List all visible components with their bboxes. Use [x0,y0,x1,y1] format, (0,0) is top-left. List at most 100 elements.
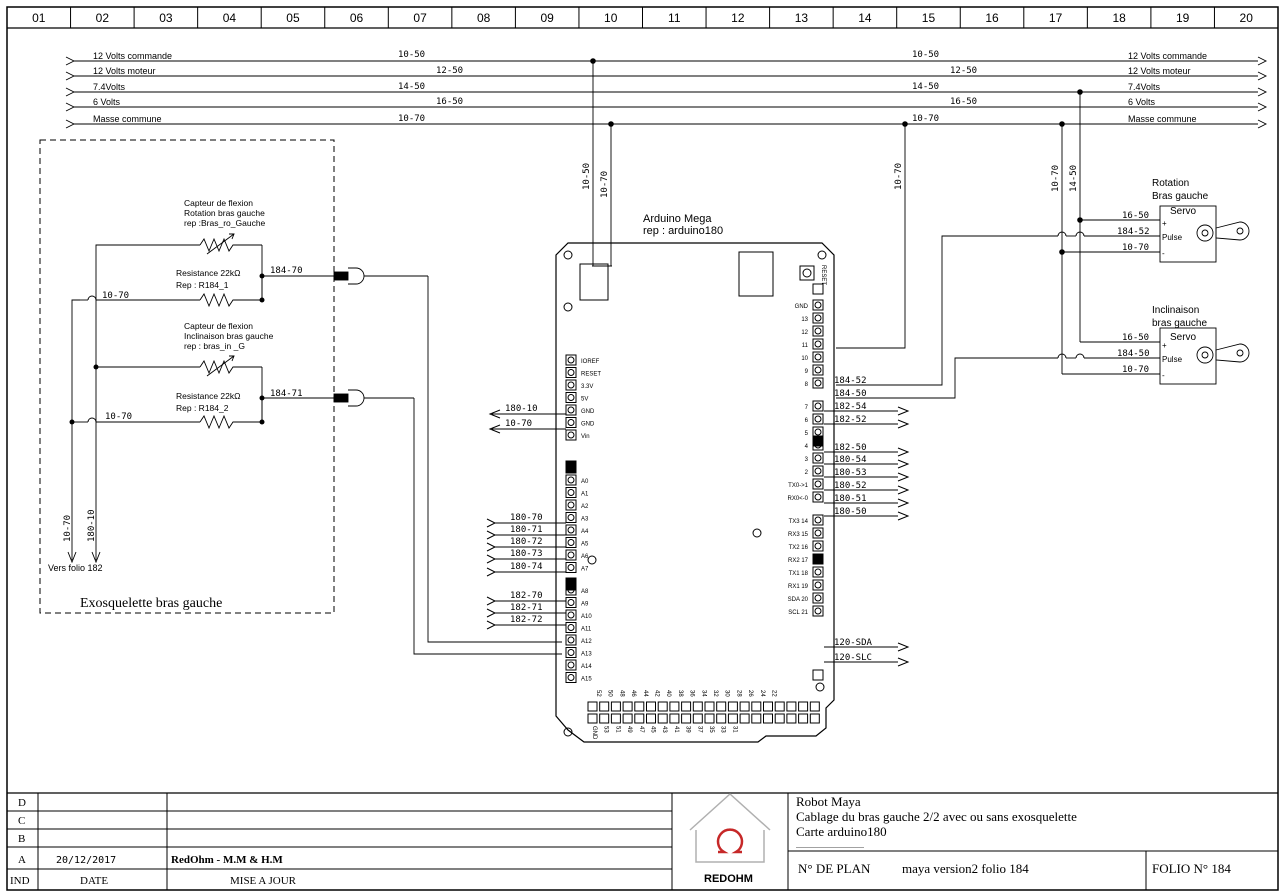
analog-pin-label: A9 [581,602,589,608]
power-pin-label: Vin [581,434,590,440]
pin-hole [567,539,575,546]
rail-label-right-12v-mot: 12 Volts moteur [1128,66,1191,76]
usb-jack [579,263,609,301]
pin-hole [814,415,822,423]
rail-ref: 14-50 [398,82,425,92]
servo1-ref: 10-70 [1122,243,1149,253]
pin-square [716,701,727,712]
column-label: 05 [286,11,300,25]
servo1-pin: - [1162,249,1165,258]
analog-ref: 180-74 [510,562,543,572]
analog-pin-label: A3 [581,517,589,523]
pin-square [727,713,738,724]
pin-hole [567,564,575,571]
right-pin-label: TX2 16 [789,545,809,551]
pin-square [798,713,809,724]
pin-hole [814,568,822,576]
arrow [897,511,910,521]
power-pin-label: RESET [581,372,601,378]
servo1-title: Bras gauche [1152,191,1209,202]
arduino-rep: rep : arduino180 [643,225,723,237]
column-label: 06 [350,11,364,25]
row-ind: D [18,797,26,809]
analog-ref: 182-72 [510,615,543,625]
pin-hole [814,428,822,436]
rail-label-left-12v-mot: 12 Volts moteur [93,66,156,76]
header-gap [812,553,824,565]
pin-square [812,413,824,425]
reset-button[interactable] [799,265,815,281]
bottom-pin-label: 28 [735,690,741,697]
pin-square [565,487,577,498]
right-pin-label: RX1 19 [788,584,809,590]
sensor2-line1: Capteur de flexion [184,321,253,331]
bottom-pin-label: 40 [665,690,671,697]
pin-hole [814,581,822,589]
column-label: 08 [477,11,491,25]
right-pin-label: 9 [805,369,809,375]
bottom-pin-label: 34 [700,690,706,697]
arrow [897,459,910,469]
right-pin-label: 5 [805,431,809,437]
pin-hole [814,454,822,462]
vers-folio: Vers folio 182 [48,563,103,573]
pin-square [565,562,577,573]
pin-hole [567,489,575,496]
pin-square [716,713,727,724]
bottom-pin-label: 49 [626,726,632,733]
pin-square [565,417,577,428]
sensor2-line3: rep : bras_in _G [184,341,245,351]
rail-label-left-74v: 7.4Volts [93,82,126,92]
title-block-texts: D C B A 20/12/2017 RedOhm - M.M & H.M IN… [10,794,1231,887]
servo2-ref: 184-50 [1117,349,1150,359]
pin-square [809,701,820,712]
pin-square [774,701,785,712]
analog-pin-label: A7 [581,567,589,573]
pin-hole [814,340,822,348]
power-ref: 10-70 [505,419,532,429]
logo: REDOHM [689,792,771,885]
analog-pin-label: A10 [581,614,592,620]
bottom-pin-label: 45 [650,726,656,733]
arrow [486,542,497,552]
pin-square [798,701,809,712]
pin-hole [567,381,575,389]
pin-square [739,701,750,712]
title-block [7,792,1278,890]
arrow [488,409,501,419]
analog-pin-label: A8 [581,589,589,595]
column-label: 03 [159,11,173,25]
pin-square [763,713,773,724]
analog-pin-label: A15 [581,677,592,683]
power-pin-label: GND [581,422,595,428]
pin-hole [814,542,822,550]
analog-pin-label: A11 [581,627,592,633]
servo2-ref: 16-50 [1122,333,1149,343]
analog-pin-label: A14 [581,664,592,670]
arduino-supply [592,61,906,349]
exo-wire-ref: 184-71 [270,389,303,399]
drop-ref: 10-70 [894,163,904,190]
pin-square [565,647,577,658]
right-pin-label: RX0<-0 [787,496,808,502]
right-pin-label: TX1 18 [789,571,809,577]
pin-square [812,514,824,526]
analog-pin-label: A13 [581,652,592,658]
pin-hole [567,501,575,509]
arrow [897,657,910,667]
pin-square [812,527,824,539]
pin-square [657,701,668,712]
exo-dots [69,273,265,425]
pin-square [809,713,820,724]
pin-square [610,713,621,724]
pin-square [704,701,715,712]
analog-ref: 180-71 [510,525,543,535]
pin-square [565,524,577,536]
pin-square [565,429,577,441]
arrow [486,620,497,630]
rail-ref: 10-50 [912,50,939,60]
column-label: 12 [731,11,745,25]
exo-ref: 10-70 [102,291,129,301]
pin-square [565,597,577,608]
right-pin-label: SCL 21 [788,610,808,616]
